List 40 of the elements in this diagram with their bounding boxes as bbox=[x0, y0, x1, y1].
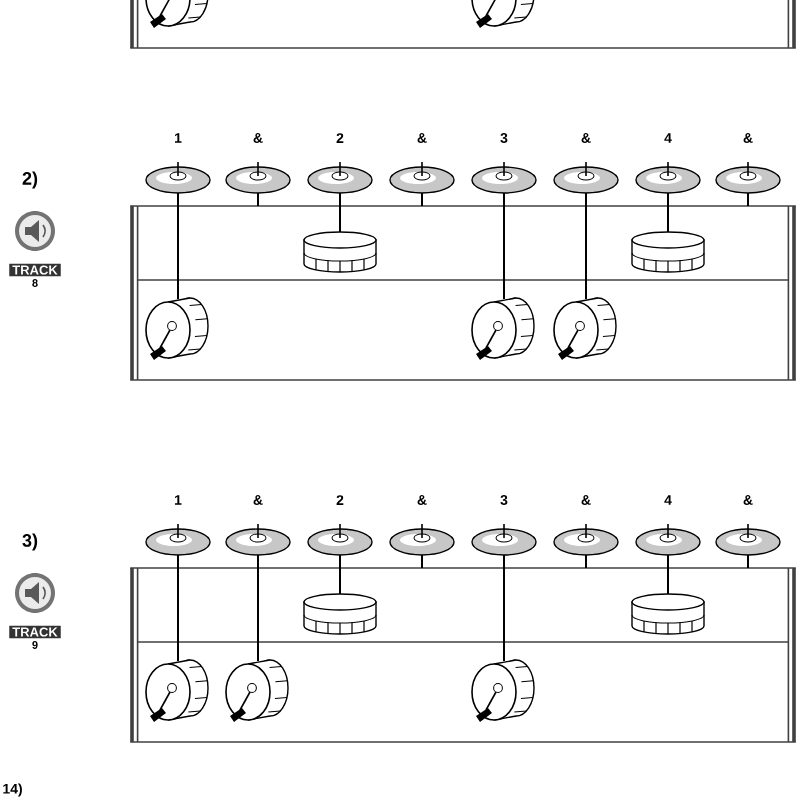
snare-drum bbox=[303, 231, 377, 273]
cymbal bbox=[471, 523, 537, 556]
connector-line bbox=[585, 192, 587, 300]
cymbal bbox=[553, 161, 619, 194]
bass-drum bbox=[145, 659, 209, 722]
snare-drum bbox=[631, 231, 705, 273]
cymbal bbox=[307, 161, 373, 194]
bass-drum bbox=[471, 0, 535, 28]
exercise-number: 3) bbox=[22, 533, 38, 551]
cymbal bbox=[389, 161, 455, 194]
connector-line bbox=[177, 192, 179, 300]
cymbal bbox=[635, 161, 701, 194]
connector-line bbox=[339, 554, 341, 595]
cymbal bbox=[553, 523, 619, 556]
cymbal bbox=[307, 523, 373, 556]
cymbal bbox=[145, 523, 211, 556]
connector-line bbox=[339, 192, 341, 233]
connector-line bbox=[257, 554, 259, 662]
cymbal bbox=[635, 523, 701, 556]
connector-line bbox=[177, 554, 179, 662]
cymbal bbox=[145, 161, 211, 194]
cymbal bbox=[471, 161, 537, 194]
cymbal bbox=[715, 161, 781, 194]
cymbal bbox=[225, 161, 291, 194]
snare-drum bbox=[303, 593, 377, 635]
bass-drum bbox=[553, 297, 617, 360]
cymbal bbox=[225, 523, 291, 556]
snare-drum bbox=[631, 593, 705, 635]
connector-line bbox=[503, 554, 505, 662]
bass-drum bbox=[471, 297, 535, 360]
exercise-number: 2) bbox=[22, 171, 38, 189]
bass-drum bbox=[225, 659, 289, 722]
bass-drum bbox=[145, 297, 209, 360]
bass-drum bbox=[145, 0, 209, 28]
cymbal bbox=[389, 523, 455, 556]
connector-line bbox=[667, 554, 669, 595]
connector-line bbox=[503, 192, 505, 300]
cymbal bbox=[715, 523, 781, 556]
bass-drum bbox=[471, 659, 535, 722]
connector-line bbox=[667, 192, 669, 233]
